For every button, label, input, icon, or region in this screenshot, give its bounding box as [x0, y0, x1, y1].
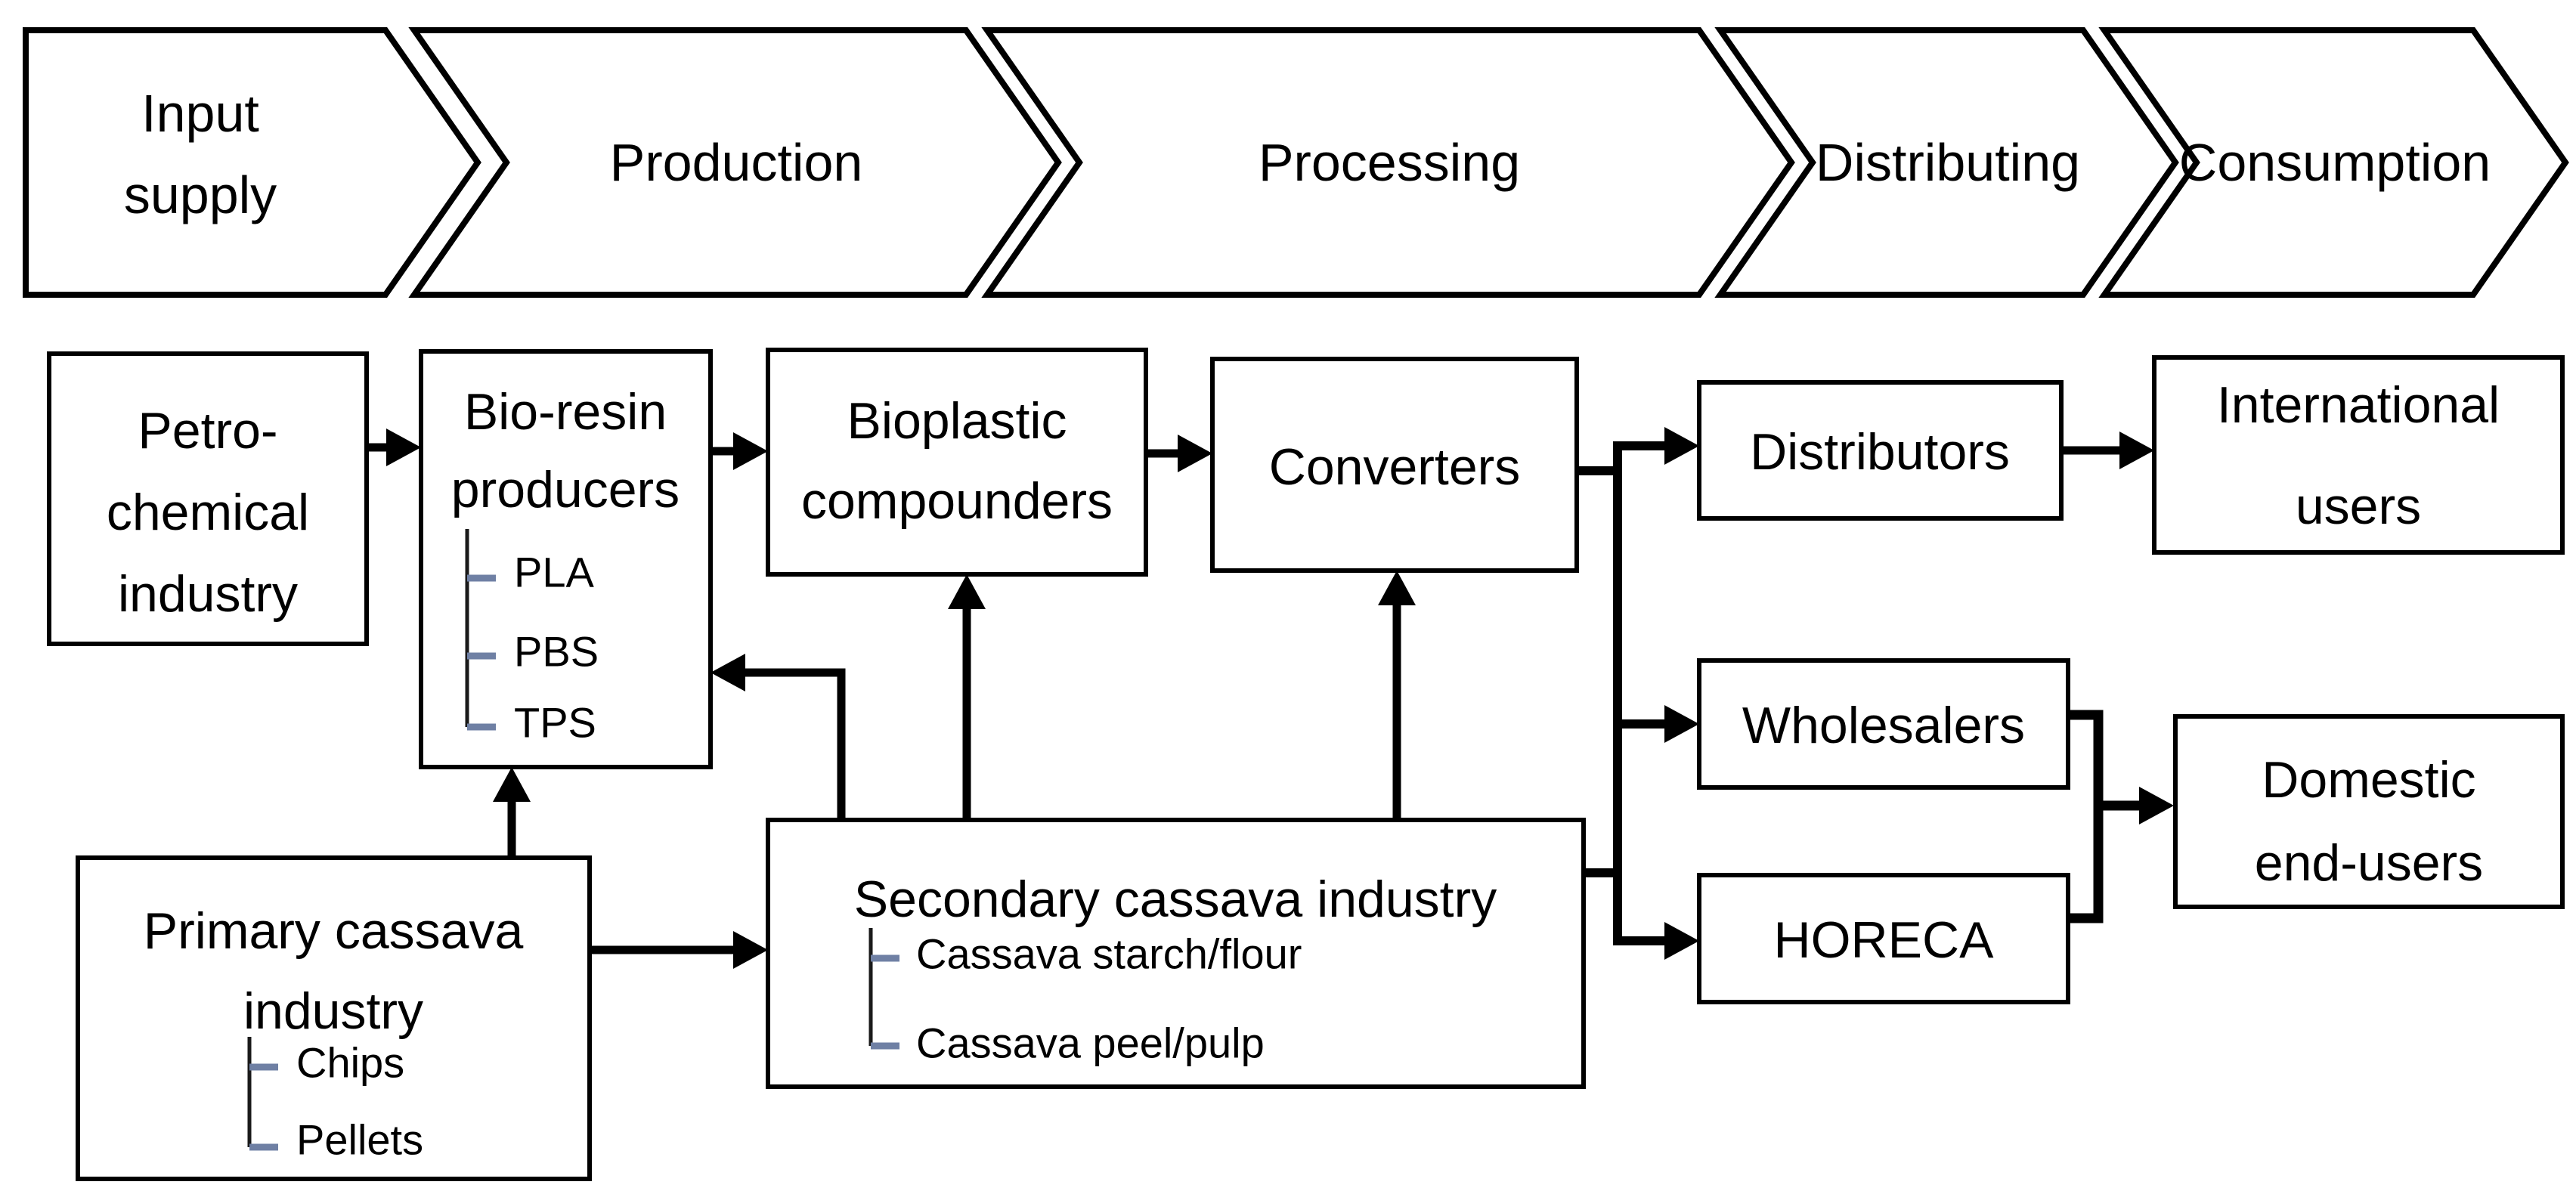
bio-resin-line2: producers — [451, 461, 680, 518]
chevron-consumption — [2098, 27, 2569, 298]
horeca-box — [1697, 873, 2070, 1004]
arrowhead-distributors-to-international — [2119, 432, 2154, 469]
secondary-item-starch-flour: Cassava starch/flour — [916, 930, 1302, 978]
secondary-cassava-title: Secondary cassava industry — [854, 871, 1497, 928]
bioplastic-box — [766, 348, 1148, 577]
arrowhead-petro-to-bioresin — [386, 428, 421, 466]
domestic-end-users-line2: end-users — [2255, 834, 2483, 892]
arrowhead-trunk-to-wholesalers — [1664, 705, 1699, 743]
chevron-distributing — [1714, 27, 2179, 298]
connectors — [367, 428, 2154, 969]
box-horeca: HORECA — [1697, 873, 2070, 1004]
primary-cassava-line2: industry — [243, 982, 423, 1040]
horeca-label: HORECA — [1774, 911, 1995, 969]
distributors-label: Distributors — [1750, 423, 2010, 481]
stage-consumption-label: Consumption — [2179, 133, 2491, 192]
arrowhead-bioresin-to-bioplastic — [733, 432, 768, 470]
converters-box — [1210, 357, 1579, 573]
box-petrochemical-industry: Petro- chemical industry — [47, 351, 369, 646]
stage-production-label: Production — [610, 133, 863, 192]
bioplastic-line2: compounders — [801, 472, 1113, 530]
box-primary-cassava-industry: Primary cassava industry Chips Pellets — [76, 855, 592, 1181]
box-bioplastic-compounders: Bioplastic compounders — [766, 348, 1148, 577]
bio-resin-line1: Bio-resin — [464, 383, 667, 441]
wholesalers-label: Wholesalers — [1742, 697, 2025, 754]
primary-item-pellets: Pellets — [296, 1116, 423, 1164]
stage-input-supply-line1: Input — [141, 84, 259, 143]
arrowhead-primary-to-bioresin — [493, 767, 531, 802]
box-bio-resin-producers: Bio-resin producers PLA PBS TPS — [419, 349, 713, 769]
arrow-secondary-to-bioresin — [744, 668, 846, 820]
bio-resin-item-pla: PLA — [514, 549, 594, 596]
stage-input-supply-line2: supply — [124, 166, 277, 224]
wholesalers-box — [1697, 658, 2070, 790]
arrowhead-secondary-to-bioplastic — [948, 574, 986, 609]
chevron-processing — [981, 27, 1795, 298]
box-wholesalers: Wholesalers — [1697, 658, 2070, 790]
domestic-merge — [2060, 710, 2174, 923]
box-domestic-end-users: Domestic end-users — [2173, 714, 2565, 909]
domestic-end-users-box — [2173, 714, 2565, 909]
box-secondary-cassava-industry: Secondary cassava industry Cassava starc… — [766, 818, 1586, 1089]
bio-resin-item-tps: TPS — [514, 699, 596, 747]
arrowhead-secondary-to-converters — [1378, 571, 1416, 605]
petrochemical-line3: industry — [118, 565, 298, 623]
distribution-trunk — [1572, 427, 1699, 960]
international-users-line1: International — [2217, 376, 2500, 434]
international-users-box — [2152, 355, 2565, 555]
secondary-item-peel-pulp: Cassava peel/pulp — [916, 1019, 1265, 1067]
stage-processing-label: Processing — [1259, 133, 1520, 192]
arrowhead-secondary-to-bioresin — [711, 654, 745, 691]
distributors-box — [1697, 380, 2064, 521]
stage-chevrons: Input supply Production Processing Distr… — [23, 27, 2569, 298]
primary-cassava-box — [76, 855, 592, 1181]
chevron-production — [408, 27, 1062, 298]
stage-distributing-label: Distributing — [1816, 133, 2080, 192]
international-users-line2: users — [2296, 478, 2421, 535]
arrowhead-primary-to-secondary — [733, 931, 768, 969]
arrowhead-bioplastic-to-converters — [1178, 435, 1212, 472]
bio-resin-box — [419, 349, 713, 769]
petrochemical-line1: Petro- — [138, 402, 277, 459]
bioplastic-line1: Bioplastic — [847, 392, 1067, 450]
petrochemical-box — [47, 351, 369, 646]
arrowhead-trunk-to-distributors — [1664, 427, 1699, 465]
primary-item-chips: Chips — [296, 1039, 404, 1087]
domestic-end-users-line1: Domestic — [2262, 751, 2475, 809]
arrowhead-trunk-to-horeca — [1664, 922, 1699, 960]
arrowhead-merge-to-domestic — [2139, 787, 2174, 824]
box-distributors: Distributors — [1697, 380, 2064, 521]
box-international-users: International users — [2152, 355, 2565, 555]
primary-cassava-line1: Primary cassava — [144, 902, 524, 960]
box-converters: Converters — [1210, 357, 1579, 573]
converters-label: Converters — [1269, 438, 1521, 496]
secondary-cassava-box — [766, 818, 1586, 1089]
chevron-input-supply — [23, 27, 481, 298]
petrochemical-line2: chemical — [107, 484, 309, 541]
bio-resin-item-pbs: PBS — [514, 628, 599, 676]
